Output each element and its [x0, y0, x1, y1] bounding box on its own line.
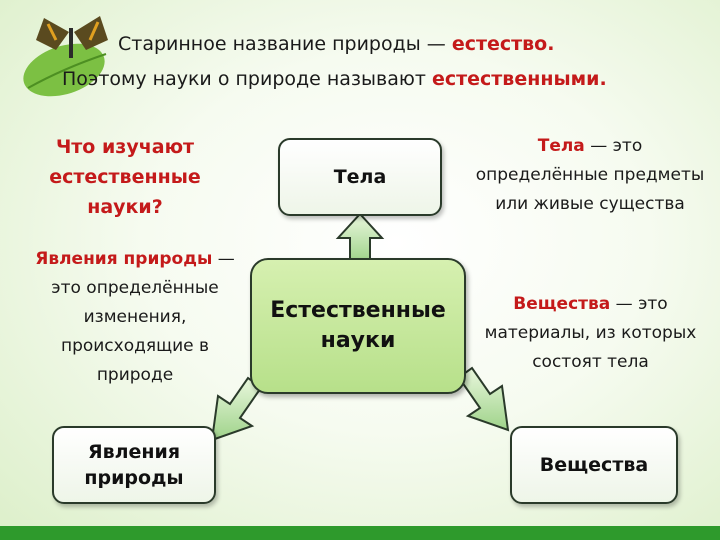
phenomena-definition: Явления природы — это определённые измен…	[30, 245, 240, 390]
phenomena-definition-text: — это определённые изменения, происходящ…	[51, 249, 235, 385]
phenomena-definition-term: Явления природы	[35, 249, 213, 269]
substances-definition-text: — это материалы, из которых состоят тела	[484, 294, 697, 372]
header-line-1-accent: естество.	[451, 33, 555, 55]
bodies-definition: Тела — это определённые предметы или жив…	[470, 132, 710, 219]
natural-sciences-box: Естественные науки	[250, 258, 466, 394]
phenomena-box: Явления природы	[52, 426, 216, 504]
bodies-box: Тела	[278, 138, 442, 216]
header-line-2: Поэтому науки о природе называют естеств…	[62, 68, 607, 90]
bottom-bar	[0, 526, 720, 540]
bodies-definition-text: — это определённые предметы или живые су…	[475, 136, 705, 214]
butterfly-body	[69, 28, 73, 58]
arrow-to-bodies	[335, 212, 385, 263]
substances-definition: Вещества — это материалы, из которых сос…	[478, 290, 703, 377]
header-line-1-text: Старинное название природы —	[118, 33, 452, 55]
header-line-1: Старинное название природы — естество.	[118, 33, 554, 55]
header-line-2-accent: естественными.	[431, 68, 607, 90]
butterfly-wing-stripes	[46, 21, 100, 41]
substances-definition-term: Вещества	[513, 294, 611, 314]
substances-box: Вещества	[510, 426, 678, 504]
leaf-vein	[27, 53, 107, 89]
header-line-2-text: Поэтому науки о природе называют	[62, 68, 432, 90]
butterfly-right-wing	[74, 16, 108, 50]
bodies-definition-term: Тела	[537, 136, 585, 156]
butterfly-on-leaf-illustration	[23, 16, 108, 97]
question-text: Что изучают естественные науки?	[49, 136, 201, 218]
